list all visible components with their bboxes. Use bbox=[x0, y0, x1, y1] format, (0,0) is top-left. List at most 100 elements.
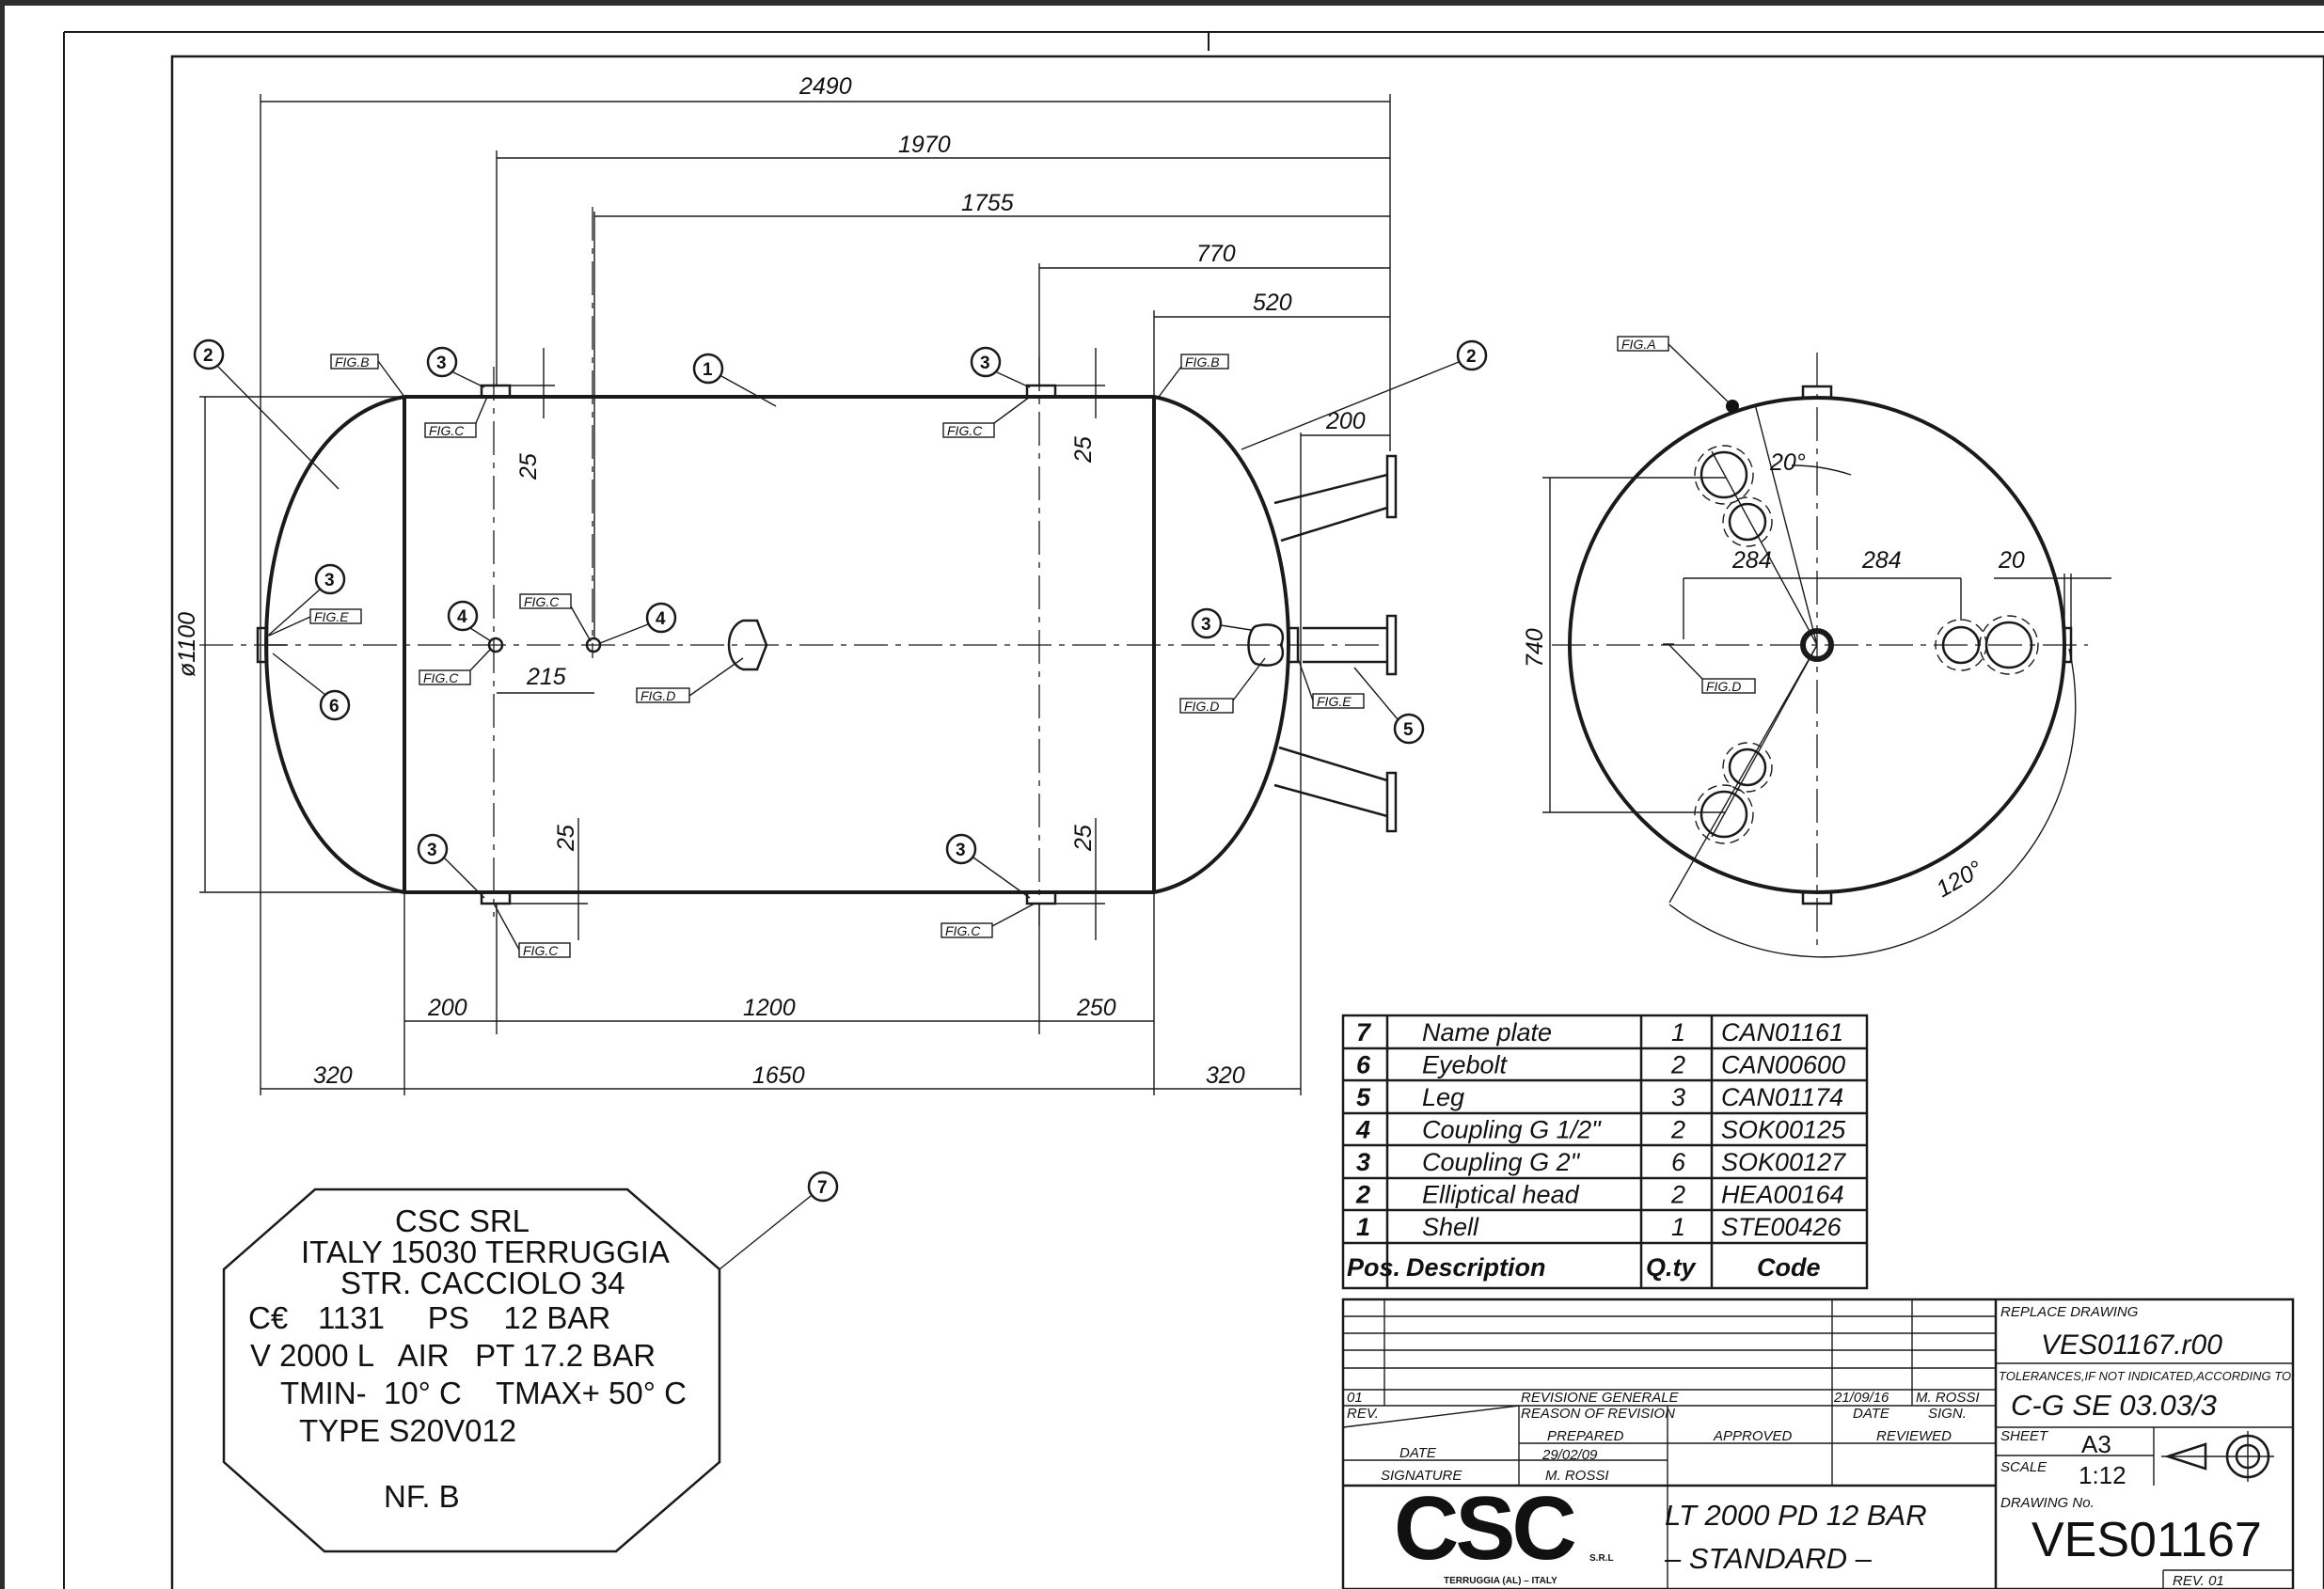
part-code: CAN01174 bbox=[1721, 1083, 1843, 1111]
part-pos: 2 bbox=[1355, 1181, 1370, 1209]
nameplate-line3: STR. CACCIOLO 34 bbox=[340, 1266, 625, 1300]
part-description: Elliptical head bbox=[1422, 1181, 1580, 1209]
sheet-label: SHEET bbox=[2000, 1428, 2049, 1444]
col-date: DATE bbox=[1853, 1406, 1890, 1422]
part-code: CAN01161 bbox=[1721, 1018, 1843, 1046]
fig-c-br: FIG.C bbox=[945, 923, 981, 938]
scale-value: 1:12 bbox=[2079, 1461, 2126, 1489]
date-label: DATE bbox=[1399, 1445, 1437, 1461]
col-reason: REASON OF REVISION bbox=[1521, 1406, 1675, 1422]
fig-b-left: FIG.B bbox=[335, 354, 370, 370]
fig-d-side: FIG.D bbox=[1706, 679, 1741, 694]
fig-c-mid-b: FIG.C bbox=[524, 594, 560, 609]
balloon-3-tl: 3 bbox=[436, 354, 447, 373]
dim-520: 520 bbox=[1253, 290, 1292, 316]
drawing-border bbox=[170, 55, 2324, 1589]
balloon-5: 5 bbox=[1403, 720, 1414, 740]
balloon-7: 7 bbox=[817, 1178, 828, 1198]
nameplate: CSC SRL ITALY 15030 TERRUGGIA STR. CACCI… bbox=[222, 1171, 839, 1553]
part-description: Coupling G 1/2" bbox=[1422, 1116, 1602, 1144]
angle-20: 20° bbox=[1769, 449, 1806, 476]
title-block: 01 REVISIONE GENERALE 21/09/16 M. ROSSI … bbox=[1341, 1298, 2295, 1589]
approved-label: APPROVED bbox=[1713, 1428, 1793, 1444]
nameplate-line4: 1131 PS 12 BAR bbox=[318, 1300, 610, 1335]
part-description: Name plate bbox=[1422, 1018, 1552, 1046]
dim-250: 250 bbox=[1076, 995, 1116, 1021]
fig-a: FIG.A bbox=[1621, 337, 1656, 352]
nameplate-ce-mark: C€ bbox=[248, 1300, 288, 1335]
prepared-label: PREPARED bbox=[1547, 1428, 1624, 1444]
side-view bbox=[1552, 353, 2088, 958]
dim-200-bottom: 200 bbox=[427, 995, 467, 1021]
dim-1200: 1200 bbox=[743, 995, 796, 1021]
part-qty: 2 bbox=[1670, 1051, 1685, 1079]
col-sign: SIGN. bbox=[1928, 1406, 1967, 1422]
fig-e-right: FIG.E bbox=[1317, 694, 1352, 709]
rev-label: REV. 01 bbox=[2173, 1573, 2224, 1589]
drawing-title-2: – STANDARD – bbox=[1664, 1542, 1873, 1575]
part-pos: 6 bbox=[1356, 1051, 1371, 1079]
part-code: STE00426 bbox=[1721, 1213, 1842, 1241]
rev-no: 01 bbox=[1347, 1390, 1363, 1406]
dim-770: 770 bbox=[1196, 241, 1236, 267]
dim-25-c: 25 bbox=[553, 825, 579, 852]
replace-label: REPLACE DRAWING bbox=[2000, 1304, 2139, 1320]
part-qty: 1 bbox=[1671, 1018, 1685, 1046]
part-qty: 6 bbox=[1671, 1148, 1686, 1176]
nameplate-line1: CSC SRL bbox=[395, 1204, 530, 1238]
drawing-number: VES01167 bbox=[2032, 1513, 2262, 1567]
dim-1650: 1650 bbox=[752, 1062, 805, 1089]
fig-b-right: FIG.B bbox=[1185, 354, 1220, 370]
signature-label: SIGNATURE bbox=[1381, 1468, 1462, 1484]
fig-e-left: FIG.E bbox=[314, 609, 349, 624]
part-code: HEA00164 bbox=[1721, 1181, 1844, 1209]
dim-25-b: 25 bbox=[1070, 436, 1097, 464]
fig-c-tl: FIG.C bbox=[429, 423, 465, 438]
nameplate-line8: NF. B bbox=[384, 1479, 460, 1514]
rev-date: 21/09/16 bbox=[1833, 1390, 1889, 1406]
part-qty: 1 bbox=[1671, 1213, 1685, 1241]
dim-2490: 2490 bbox=[798, 73, 852, 100]
balloon-4-a: 4 bbox=[457, 607, 467, 627]
part-qty: 2 bbox=[1670, 1181, 1685, 1209]
part-pos: 3 bbox=[1356, 1148, 1370, 1176]
prepared-date: 29/02/09 bbox=[1541, 1447, 1598, 1463]
part-qty: 2 bbox=[1670, 1116, 1685, 1144]
reviewed-label: REVIEWED bbox=[1876, 1428, 1952, 1444]
csc-logo: CSC bbox=[1394, 1478, 1574, 1579]
front-dimensions: 2490 1970 1755 770 520 200 25 25 25 25 2… bbox=[174, 73, 1391, 1095]
drawing-no-label: DRAWING No. bbox=[2000, 1495, 2095, 1511]
drawing-title-1: LT 2000 PD 12 BAR bbox=[1665, 1499, 1927, 1532]
nameplate-line5: V 2000 L AIR PT 17.2 BAR bbox=[250, 1338, 656, 1373]
nameplate-line6: TMIN- 10° C TMAX+ 50° C bbox=[280, 1376, 687, 1410]
col-rev: REV. bbox=[1347, 1406, 1379, 1422]
balloon-2-right: 2 bbox=[1466, 347, 1477, 367]
fig-c-bl: FIG.C bbox=[523, 943, 559, 958]
balloon-1: 1 bbox=[703, 360, 713, 380]
fig-d-right: FIG.D bbox=[1184, 699, 1219, 714]
balloon-3-bl: 3 bbox=[427, 841, 437, 860]
parts-header-pos: Pos. bbox=[1347, 1253, 1400, 1282]
balloon-3-tr: 3 bbox=[980, 354, 990, 373]
replace-value: VES01167.r00 bbox=[2041, 1329, 2222, 1361]
part-pos: 5 bbox=[1356, 1083, 1371, 1111]
tolerances-value: C-G SE 03.03/3 bbox=[2011, 1389, 2217, 1422]
balloon-6: 6 bbox=[329, 697, 340, 716]
prepared-sign: M. ROSSI bbox=[1545, 1468, 1609, 1484]
part-description: Coupling G 2" bbox=[1422, 1148, 1581, 1176]
projection-symbol-icon bbox=[2161, 1431, 2274, 1482]
dim-320-right: 320 bbox=[1206, 1062, 1245, 1089]
balloon-4-b: 4 bbox=[656, 609, 666, 629]
scale-label: SCALE bbox=[2000, 1459, 2047, 1475]
dim-25-a: 25 bbox=[515, 453, 542, 480]
balloon-3-left: 3 bbox=[324, 571, 335, 590]
dim-1755: 1755 bbox=[961, 190, 1014, 216]
balloon-3-br: 3 bbox=[956, 841, 966, 860]
fig-c-tr: FIG.C bbox=[947, 423, 983, 438]
side-dim-740: 740 bbox=[1522, 628, 1548, 668]
dim-1970: 1970 bbox=[898, 132, 951, 158]
dim-diameter: ø1100 bbox=[174, 612, 200, 677]
nameplate-line7: TYPE S20V012 bbox=[299, 1413, 516, 1448]
part-qty: 3 bbox=[1671, 1083, 1685, 1111]
